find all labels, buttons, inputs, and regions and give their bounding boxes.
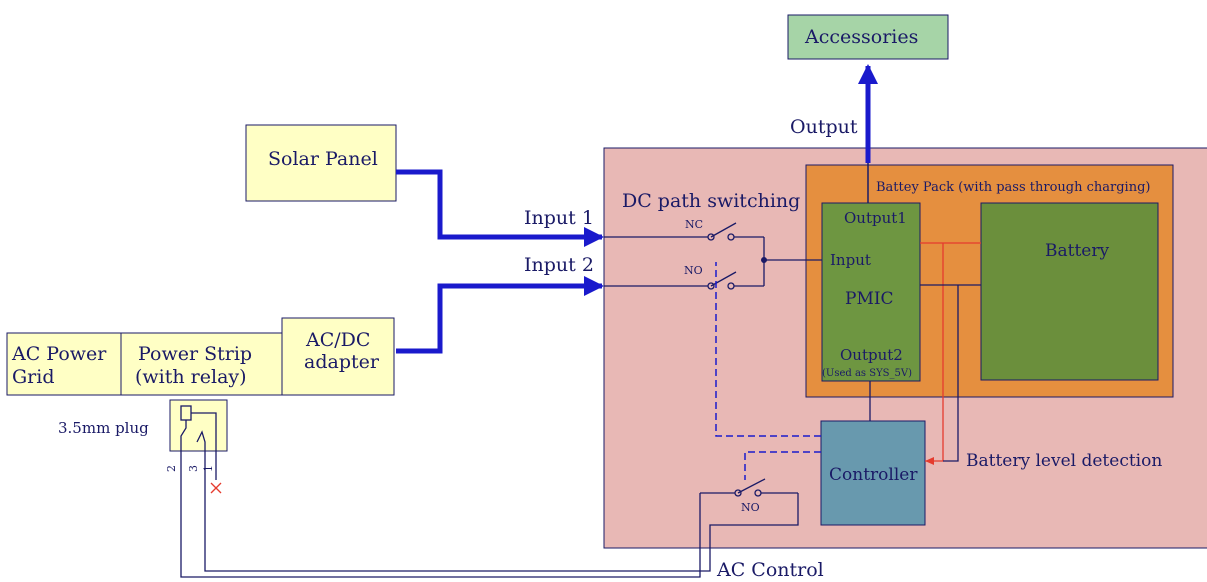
ac-power-label-line2: Grid [12,366,55,388]
ac-control-wire-pin2 [180,451,701,578]
pmic-output2-label: Output2 [840,346,903,364]
acdc-label-line2: adapter [304,351,380,373]
no-top-label: NO [684,264,703,277]
power-strip-label-line1: Power Strip [138,343,252,365]
solar-panel-label: Solar Panel [268,148,378,170]
plug-symbol [180,405,217,480]
battery-level-sense-dark [943,285,959,462]
ac-control-label: AC Control [716,559,824,581]
plug-pin3-label: 3 [187,465,200,472]
acdc-adapter-box [281,317,395,396]
power-strip-box [120,332,283,396]
ac-relay-control-dashed [744,451,821,480]
controller-box [820,420,926,526]
pmic-output1-label: Output1 [844,209,907,227]
dc-switch-control-dashed [715,262,821,437]
controller-label: Controller [829,465,918,485]
battery-level-detection-label: Battery level detection [966,451,1162,471]
pin1-not-connected-x [210,482,222,494]
plug-pin2-label: 2 [165,465,178,472]
input1-wire [396,169,604,247]
nc-label: NC [685,218,703,231]
pmic-output2-sublabel: (Used as SYS_5V) [822,368,912,379]
dc-switch-no [604,271,764,290]
dc-path-switching-label: DC path switching [622,190,800,212]
battery-pack-label: Battey Pack (with pass through charging) [876,180,1150,195]
input2-wire [396,276,604,354]
ac-control-wire-pin3 [204,451,799,572]
solar-panel-box [245,124,397,202]
battery-box [980,202,1159,381]
no-bottom-label: NO [741,501,760,514]
accessories-label: Accessories [804,26,918,48]
pmic-box [821,202,921,382]
battery-level-arrowhead [925,457,934,465]
plug-label: 3.5mm plug [58,419,149,437]
input2-label: Input 2 [524,254,594,276]
plug-pin1-label: 1 [202,465,215,472]
power-strip-label-line2: (with relay) [135,366,247,388]
pmic-input-label: Input [830,251,871,269]
dc-switch-nc [604,222,764,241]
acdc-label-line1: AC/DC [305,329,370,351]
plug-box [169,399,228,452]
input1-label: Input 1 [524,207,594,229]
battery-label: Battery [1045,241,1109,261]
output-label: Output [790,116,858,138]
accessories-box [787,14,949,60]
ac-power-grid-box [6,332,122,396]
ac-relay-switch [700,478,798,497]
ac-power-label-line1: AC Power [11,343,107,365]
pmic-label: PMIC [845,289,894,309]
